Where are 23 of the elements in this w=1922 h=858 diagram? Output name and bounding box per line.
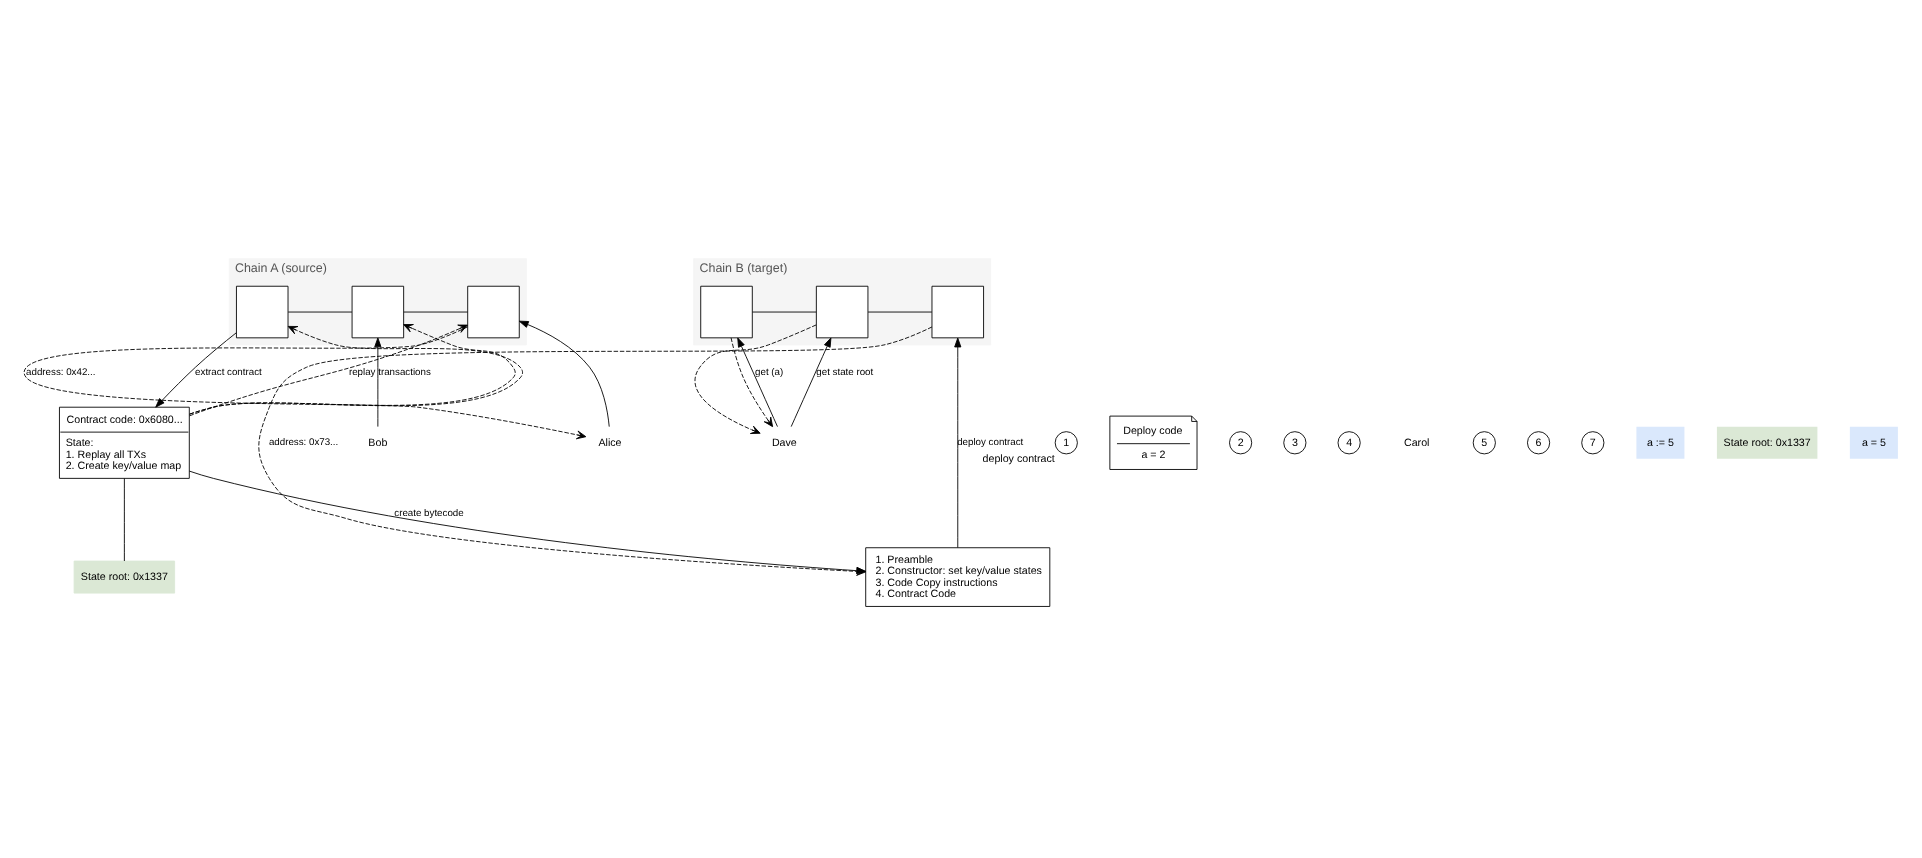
arrow xyxy=(518,320,610,428)
arrow xyxy=(737,337,778,428)
arrow xyxy=(694,324,817,434)
node-box xyxy=(351,285,405,339)
arrow xyxy=(790,337,832,428)
arrow xyxy=(954,337,962,548)
connector xyxy=(287,311,353,313)
node-box xyxy=(467,285,520,339)
arrow xyxy=(258,326,933,576)
arrow xyxy=(188,470,867,575)
connector xyxy=(867,311,933,313)
arrow xyxy=(23,326,587,440)
node-box xyxy=(931,285,984,339)
node-box xyxy=(815,285,869,339)
connector xyxy=(403,311,468,313)
connector xyxy=(752,311,817,313)
arrow xyxy=(730,337,774,428)
connector xyxy=(123,478,125,562)
arrow xyxy=(374,337,382,428)
node-box xyxy=(236,285,289,339)
node-box xyxy=(700,285,753,339)
arrow xyxy=(155,332,237,408)
arrow xyxy=(189,324,468,417)
